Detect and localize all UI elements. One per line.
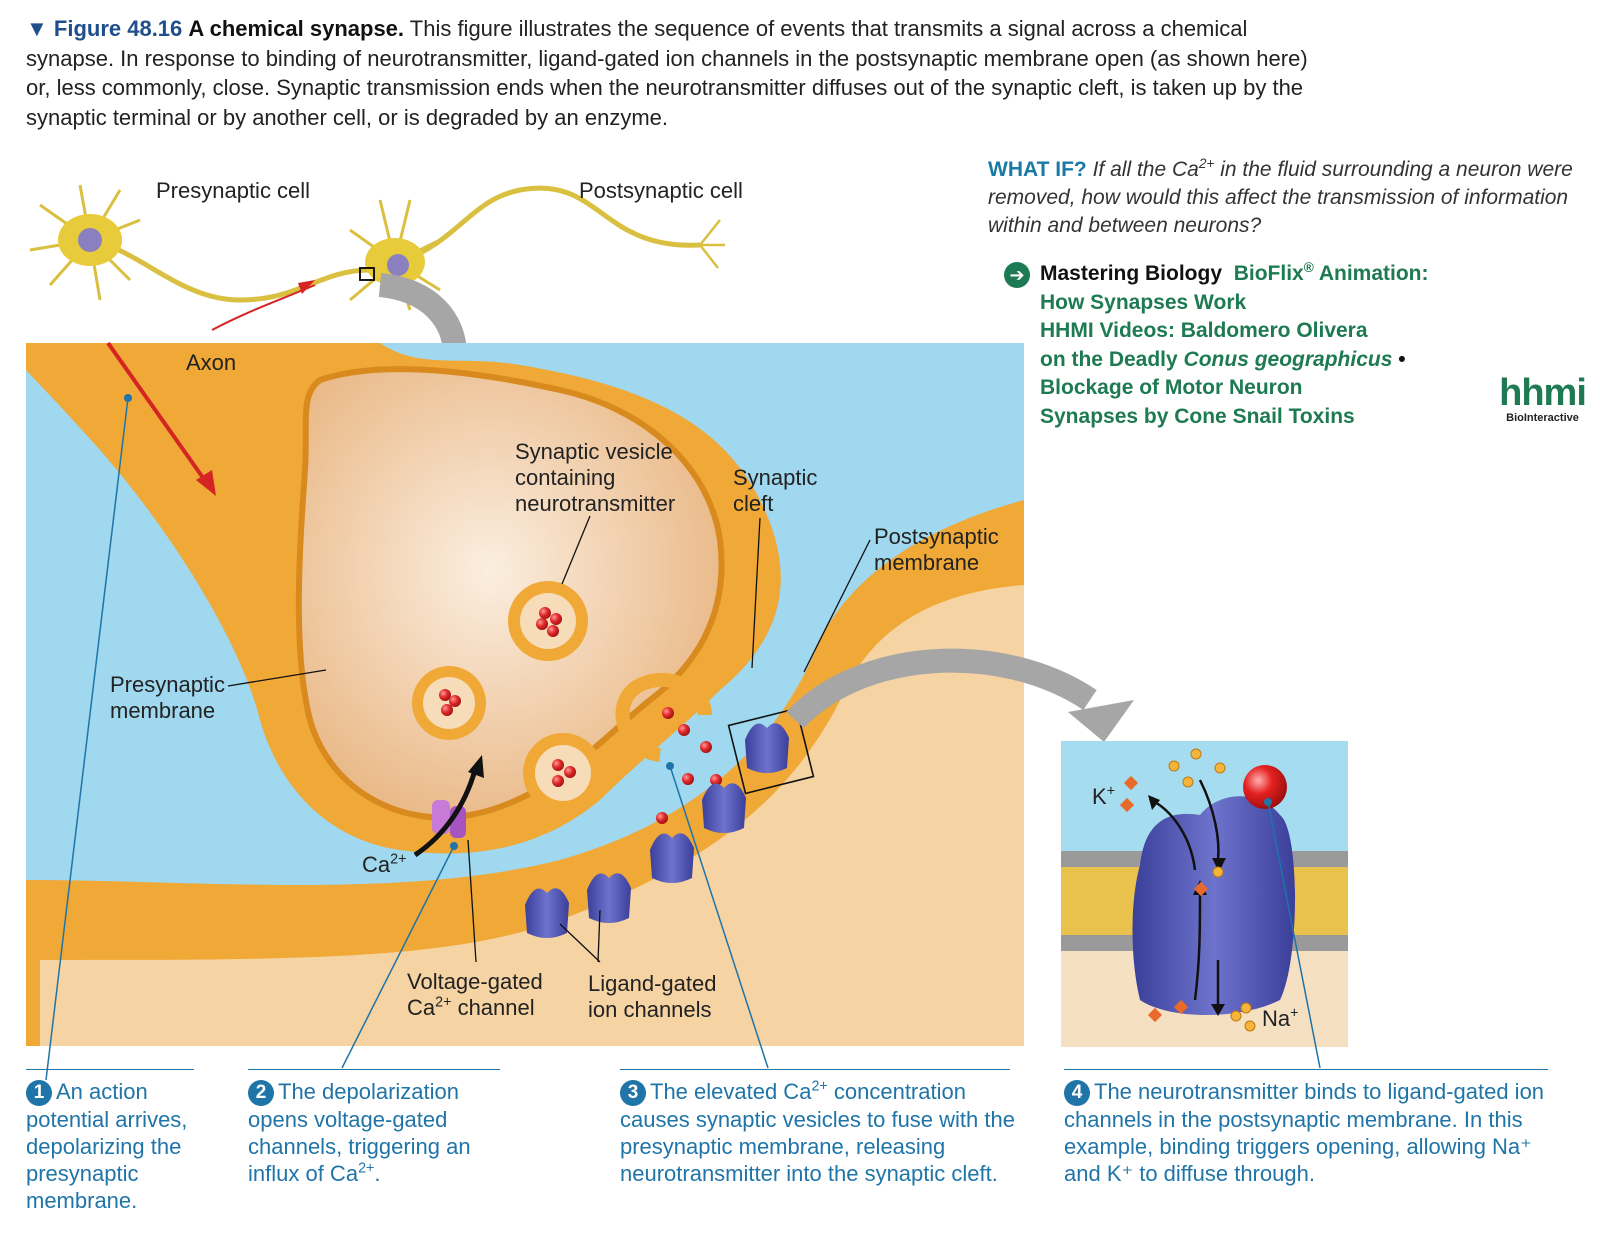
arrow-circle-icon: ➔ [1004,262,1030,288]
axon-label: Axon [186,350,237,375]
ca-influx-arrow [413,769,478,858]
main-synapse-panel [26,341,1024,1046]
synaptic-vesicle-label: Synaptic vesicle containing neurotransmi… [515,439,676,516]
postsynaptic-neuron [349,185,725,311]
zoom-box-small [359,267,375,281]
hhmi-videos-link[interactable]: HHMI Videos: Baldomero Olivera [1040,319,1368,342]
action-potential-arrow [106,341,208,484]
synaptic-vesicle-1 [508,581,588,661]
figure-number: ▼ Figure 48.16 [26,16,183,41]
impulse-arrow-small [211,284,316,331]
voltage-gated-label: Voltage-gated Ca2+ channel [407,969,543,1020]
zoom-box-large [727,707,815,795]
what-if-question: WHAT IF? If all the Ca2+ in the fluid su… [988,156,1573,237]
fusing-vesicle [615,672,712,762]
how-synapses-work-link[interactable]: How Synapses Work [1040,290,1247,314]
ca-label: Ca2+ [362,851,407,877]
step-leader-lines [45,397,1321,1081]
label-leader-lines [227,515,871,963]
channel-inset [1061,741,1348,1047]
k-label: K+ [1092,783,1116,809]
synaptic-vesicle-2 [412,666,486,740]
caption-text: This figure illustrates the sequence of … [26,16,1308,130]
postsynaptic-membrane-label: Postsynaptic membrane [874,524,999,575]
zoom-arrow-2 [786,648,1097,729]
neurotransmitter-molecules [656,724,722,824]
figure-title: A chemical synapse. [188,16,405,41]
figure-caption: ▼ Figure 48.16 A chemical synapse. This … [26,14,1316,132]
ligand-gated-label: Ligand-gated ion channels [588,971,717,1022]
postsynaptic-cell-label: Postsynaptic cell [579,178,743,203]
mastering-biology-links: ➔ Mastering Biology BioFlix® Animation: … [1004,260,1510,431]
hhmi-logo: hhmi BioInteractive [1499,372,1587,424]
synaptic-vesicle-3 [523,733,603,813]
ligand-gated-channels [525,723,789,938]
bioflix-link[interactable]: BioFlix [1233,262,1304,285]
presynaptic-membrane-label: Presynaptic membrane [110,672,225,723]
na-label: Na+ [1262,1005,1299,1031]
synaptic-cleft-label: Synaptic cleft [733,465,818,516]
presynaptic-neuron [29,184,371,303]
presynaptic-cell-label: Presynaptic cell [156,178,311,203]
